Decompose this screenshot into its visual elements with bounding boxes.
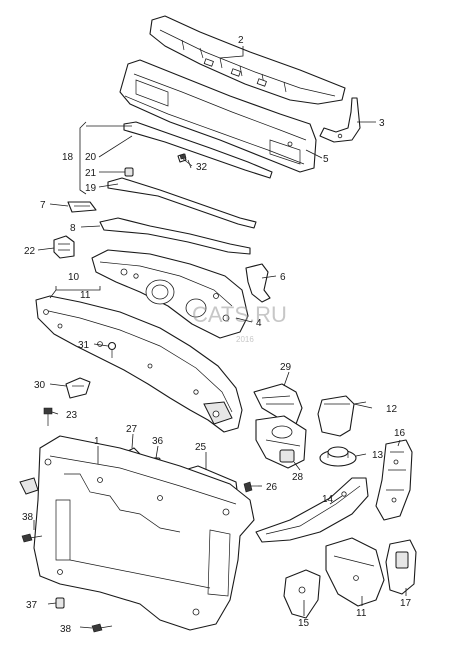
callout-11-lower: 11 (356, 608, 367, 619)
callout-38-lower: 38 (60, 624, 72, 635)
callout-2: 2 (238, 35, 244, 46)
callout-22: 22 (24, 246, 36, 257)
callout-28: 28 (292, 472, 304, 483)
callout-37: 37 (26, 600, 38, 611)
callout-12: 12 (386, 404, 398, 415)
callout-7: 7 (40, 200, 46, 211)
part-13-mount-ring[interactable] (319, 446, 357, 467)
part-19-seal-strip[interactable] (107, 177, 257, 229)
callout-13: 13 (372, 450, 384, 461)
callout-18: 18 (62, 152, 74, 163)
part-7-clip[interactable] (67, 201, 97, 213)
callout-38-upper: 38 (22, 512, 34, 523)
callout-16: 16 (394, 428, 406, 439)
watermark: CATS.RU (192, 302, 287, 327)
part-2-cowl-cover[interactable] (149, 15, 346, 105)
callout-20: 20 (85, 152, 97, 163)
callout-23: 23 (66, 410, 78, 421)
callout-25: 25 (195, 442, 207, 453)
part-30-pad[interactable] (65, 377, 91, 399)
callout-11-upper: 11 (80, 290, 91, 301)
callout-5: 5 (323, 154, 329, 165)
callout-21: 21 (85, 168, 97, 179)
part-12-housing[interactable] (317, 395, 367, 437)
part-26-bolt[interactable] (243, 481, 258, 493)
callout-36: 36 (152, 436, 164, 447)
callout-27: 27 (126, 424, 138, 435)
callout-19: 19 (85, 183, 97, 194)
watermark-year: 2016 (236, 335, 254, 344)
part-14-longitudinal-member[interactable] (255, 477, 369, 543)
part-38-bolt-upper[interactable] (21, 533, 43, 543)
callout-14: 14 (322, 494, 334, 505)
part-11-wheel-arch-panel[interactable] (325, 537, 385, 607)
callout-10: 10 (68, 272, 80, 283)
callout-30: 30 (34, 380, 46, 391)
part-8-upper-seal[interactable] (99, 217, 251, 255)
part-1-lock-carrier[interactable] (19, 435, 255, 631)
part-5-plenum-panel[interactable] (119, 59, 317, 173)
part-16-side-bracket[interactable] (375, 439, 413, 521)
part-21-clip[interactable] (124, 167, 134, 177)
callout-15: 15 (298, 618, 310, 629)
part-23-bolt[interactable] (43, 407, 53, 426)
part-15-bracket[interactable] (283, 569, 321, 619)
part-11-dash-insulation[interactable] (35, 295, 243, 433)
callout-4: 4 (256, 318, 262, 329)
callout-31: 31 (78, 340, 90, 351)
part-17-plate[interactable] (385, 539, 417, 595)
part-32-screw[interactable] (177, 153, 193, 167)
part-31-screw[interactable] (107, 341, 117, 359)
callout-labels: 2 3 5 18 20 32 21 19 7 8 22 6 10 11 4 31… (22, 35, 412, 635)
callout-17: 17 (400, 598, 412, 609)
callout-1: 1 (94, 436, 100, 447)
part-38-bolt-lower[interactable] (91, 623, 113, 633)
part-6-cover[interactable] (245, 263, 271, 303)
callout-32: 32 (196, 162, 208, 173)
callout-8: 8 (70, 223, 76, 234)
callout-3: 3 (379, 118, 385, 129)
part-20-seal-strip[interactable] (123, 121, 273, 179)
leader-lines (33, 46, 407, 629)
part-3-bracket[interactable] (319, 97, 361, 143)
callout-29: 29 (280, 362, 292, 373)
part-28-duct-housing[interactable] (255, 415, 307, 469)
callout-26: 26 (266, 482, 278, 493)
part-37-nut[interactable] (55, 597, 65, 609)
part-4-bulkhead-insulation[interactable] (91, 249, 249, 339)
part-22-bracket[interactable] (53, 235, 75, 259)
callout-6: 6 (280, 272, 286, 283)
